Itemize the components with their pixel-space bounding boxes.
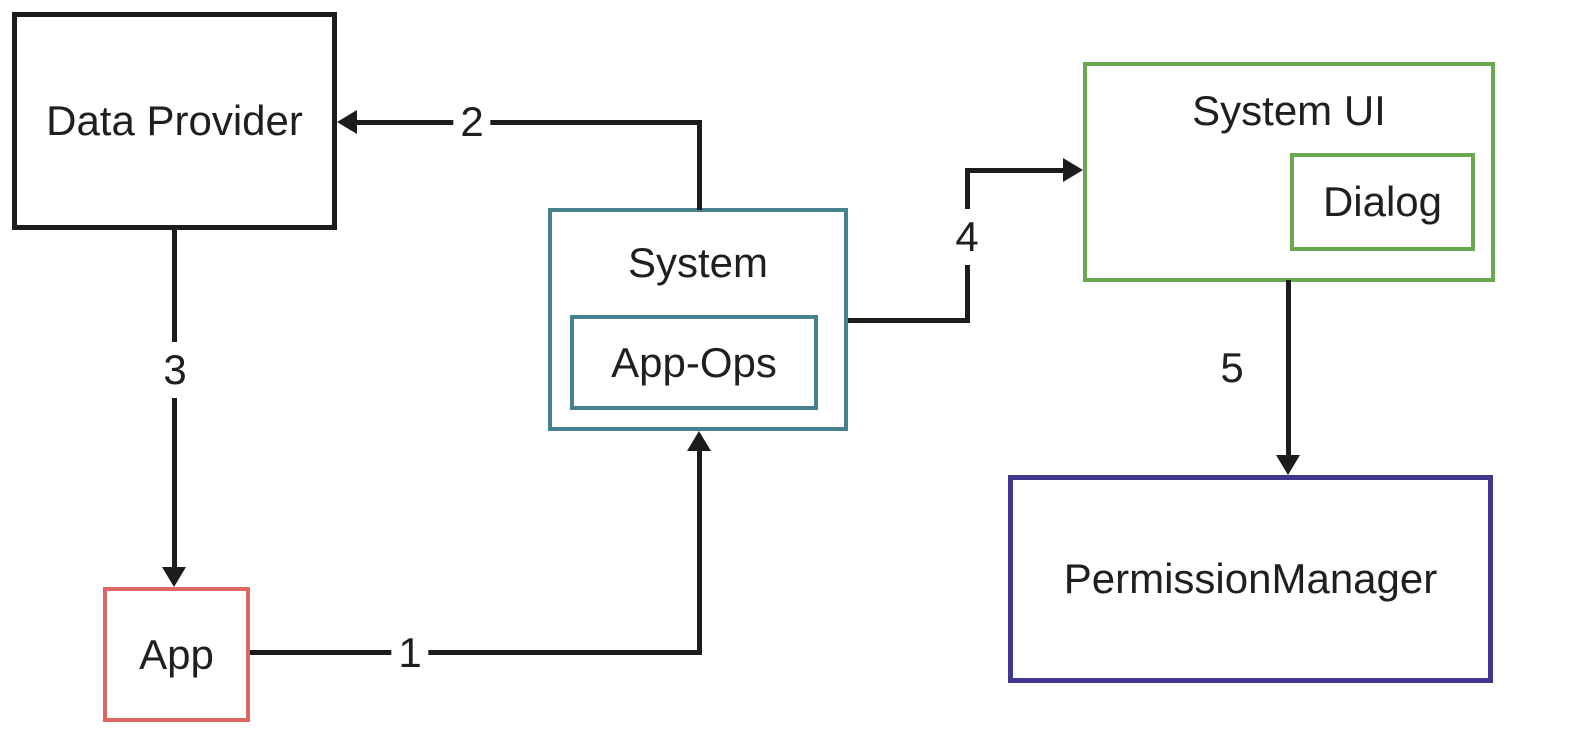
edge-5-segment-v (1286, 280, 1291, 455)
node-app: App (103, 587, 250, 722)
edge-4-label: 4 (951, 209, 983, 265)
edge-3-segment-v (172, 230, 177, 569)
edge-5-label: 5 (1213, 344, 1251, 392)
node-permission-manager-label: PermissionManager (1063, 555, 1438, 602)
node-data-provider: Data Provider (12, 12, 337, 230)
edge-4-segment-h1 (848, 318, 970, 323)
edge-1-arrowhead-up-icon (687, 431, 711, 451)
edge-2-arrowhead-left-icon (337, 110, 357, 134)
edge-3-arrowhead-down-icon (162, 567, 186, 587)
edge-5-arrowhead-down-icon (1276, 455, 1300, 475)
edge-4-arrowhead-right-icon (1063, 158, 1083, 182)
node-app-ops: App-Ops (570, 315, 818, 410)
edge-2-segment-h (355, 120, 702, 125)
node-dialog: Dialog (1290, 153, 1475, 251)
edge-2-label: 2 (453, 98, 491, 146)
edge-3-label: 3 (159, 342, 191, 398)
edge-1-label: 1 (391, 629, 429, 677)
node-system-ui-label: System UI (1192, 87, 1386, 134)
node-system-label: System (627, 239, 769, 286)
node-system-ui: System UI Dialog (1083, 62, 1495, 282)
edge-1-segment-v (697, 449, 702, 655)
node-app-label: App (139, 630, 214, 678)
node-data-provider-label: Data Provider (46, 97, 303, 144)
node-system: System App-Ops (548, 208, 848, 431)
node-permission-manager: PermissionManager (1008, 475, 1493, 683)
edge-4-segment-h2 (965, 168, 1065, 173)
node-app-ops-label: App-Ops (611, 338, 777, 386)
node-dialog-label: Dialog (1322, 178, 1443, 225)
edge-1-segment-h (250, 650, 700, 655)
edge-2-segment-v (697, 124, 702, 210)
